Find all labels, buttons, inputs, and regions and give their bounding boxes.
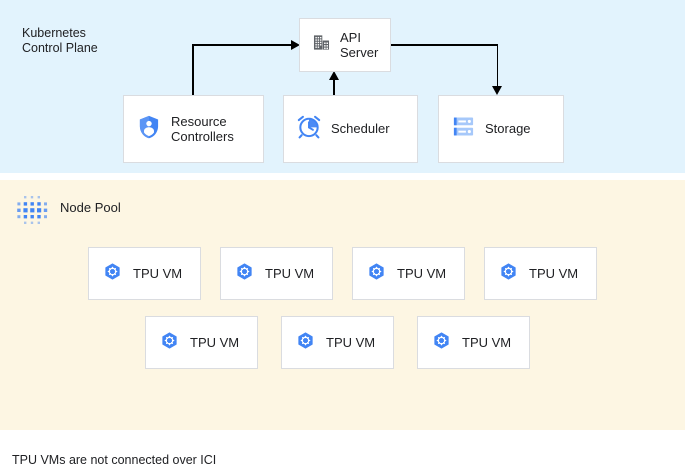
tpu-vm-label: TPU VM	[133, 265, 183, 281]
tpu-vm-label: TPU VM	[397, 265, 447, 281]
tpu-vm-box[interactable]: TPU VM	[88, 247, 201, 300]
arrowhead-into-storage	[492, 86, 502, 95]
tpu-vm-box[interactable]: TPU VM	[417, 316, 530, 369]
tpu-vm-label: TPU VM	[265, 265, 315, 281]
tpu-vm-label: TPU VM	[326, 334, 376, 350]
tpu-vm-box[interactable]: TPU VM	[145, 316, 258, 369]
gke-node-hexagon-icon	[367, 262, 386, 286]
arrowhead-scheduler-to-api	[329, 71, 339, 80]
connector-api-to-storage-horizontal	[391, 44, 498, 46]
node-storage[interactable]: Storage	[438, 95, 564, 163]
tpu-vm-box[interactable]: TPU VM	[281, 316, 394, 369]
gke-node-hexagon-icon	[296, 331, 315, 355]
building-icon	[312, 33, 331, 57]
tpu-vm-label: TPU VM	[462, 334, 512, 350]
node-api-server-label: API Server	[340, 29, 379, 61]
arrowhead-into-api-server	[291, 39, 300, 50]
gke-node-hexagon-icon	[432, 331, 451, 355]
connector-api-to-storage-vertical	[496, 44, 499, 88]
connector-resource-to-api-vertical	[192, 44, 194, 96]
tpu-vm-box[interactable]: TPU VM	[484, 247, 597, 300]
control-plane-title: Kubernetes Control Plane	[22, 26, 98, 55]
dot-matrix-icon	[12, 192, 52, 237]
node-scheduler[interactable]: Scheduler	[283, 95, 418, 163]
node-resource-controllers[interactable]: Resource Controllers	[123, 95, 264, 163]
node-storage-label: Storage	[485, 121, 531, 137]
alarm-clock-icon	[296, 114, 322, 145]
node-pool-panel	[0, 180, 685, 430]
node-resource-controllers-label: Resource Controllers	[171, 113, 234, 145]
gke-node-hexagon-icon	[160, 331, 179, 355]
node-pool-title: Node Pool	[60, 200, 121, 215]
gke-node-hexagon-icon	[235, 262, 254, 286]
node-scheduler-label: Scheduler	[331, 121, 390, 137]
gke-node-hexagon-icon	[499, 262, 518, 286]
server-rack-icon	[451, 114, 476, 144]
tpu-vm-label: TPU VM	[190, 334, 240, 350]
tpu-vm-box[interactable]: TPU VM	[220, 247, 333, 300]
tpu-vm-label: TPU VM	[529, 265, 579, 281]
shield-user-icon	[136, 114, 162, 145]
tpu-vm-box[interactable]: TPU VM	[352, 247, 465, 300]
connector-scheduler-to-api	[333, 78, 335, 96]
gke-node-hexagon-icon	[103, 262, 122, 286]
node-api-server[interactable]: API Server	[299, 18, 391, 72]
diagram-caption: TPU VMs are not connected over ICI	[12, 453, 217, 467]
connector-resource-to-api-horizontal	[192, 44, 292, 46]
